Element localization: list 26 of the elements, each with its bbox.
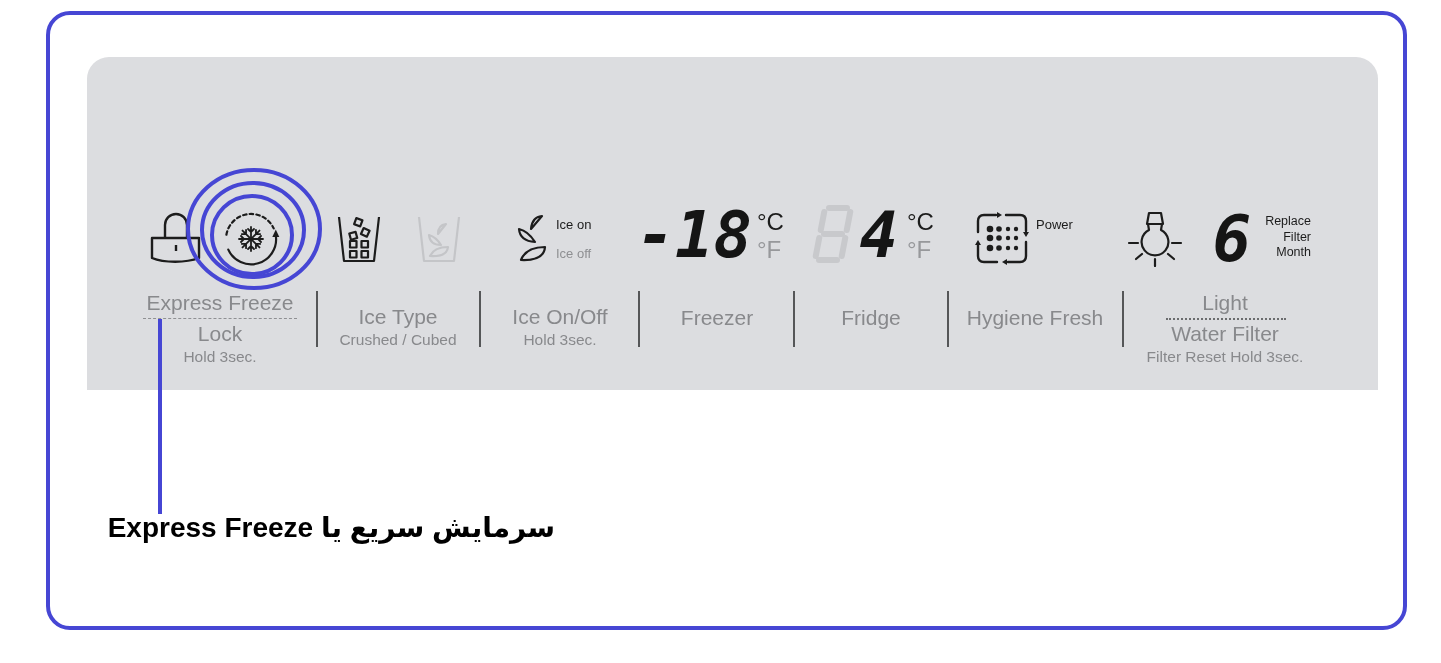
key-label: Ice Type bbox=[358, 306, 438, 327]
indicator-label: Power bbox=[1036, 218, 1073, 231]
key-label: Fridge bbox=[841, 307, 901, 328]
indicator-label: Replace Filter Month bbox=[1264, 214, 1311, 261]
indicator-label: Ice on bbox=[556, 218, 592, 231]
key-label: Express Freeze bbox=[143, 292, 297, 319]
caption-text: سرمایش سریع یا Express Freeze bbox=[107, 514, 555, 542]
digit-readout: 4 bbox=[859, 203, 898, 267]
digit-readout: -18 bbox=[636, 203, 752, 267]
key-label: Ice On/Off bbox=[512, 306, 608, 327]
key-label: Hygiene Fresh bbox=[966, 307, 1104, 328]
indicator-label: Ice off bbox=[556, 247, 592, 260]
unit-label: °C bbox=[907, 210, 934, 234]
key-label: Freezer bbox=[680, 307, 754, 328]
digit-readout: 6 bbox=[1212, 207, 1251, 271]
unit-label: °F bbox=[757, 238, 782, 262]
unit-label: °C bbox=[757, 210, 784, 234]
key-label: Water Filter bbox=[1171, 323, 1279, 344]
hint-text: Hold 3sec. bbox=[183, 349, 257, 365]
hint-text: Filter Reset Hold 3sec. bbox=[1146, 349, 1304, 365]
key-label: Lock bbox=[197, 323, 243, 344]
unit-label: °F bbox=[907, 238, 932, 262]
key-label: Light bbox=[1202, 292, 1248, 313]
hint-text: Crushed / Cubed bbox=[339, 332, 457, 348]
hint-text: Hold 3sec. bbox=[523, 332, 597, 348]
leader-line bbox=[158, 319, 162, 514]
